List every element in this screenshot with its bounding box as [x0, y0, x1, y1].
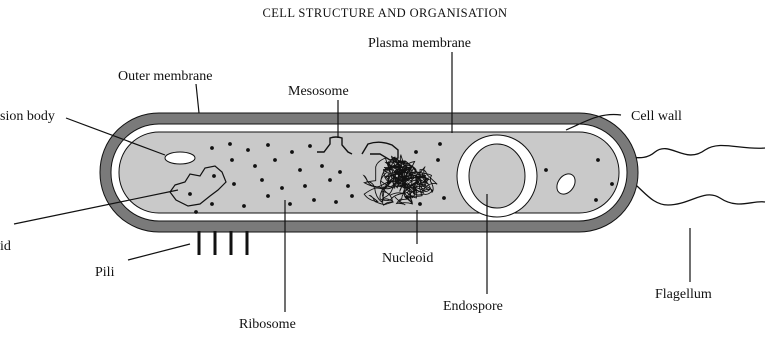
ribosome-dot — [260, 178, 264, 182]
ribosome-dot — [253, 164, 257, 168]
leader-outer-membrane — [196, 84, 199, 113]
ribosome-dot — [414, 150, 418, 154]
ribosome-dot — [188, 192, 192, 196]
label-ribosome: Ribosome — [239, 317, 296, 332]
leader-pili — [128, 244, 190, 260]
ribosome-dot — [210, 146, 214, 150]
ribosome-dot — [418, 202, 422, 206]
ribosome-dot — [596, 158, 600, 162]
ribosome-dot — [544, 168, 548, 172]
ribosome-dot — [266, 143, 270, 147]
inclusion-body — [165, 152, 195, 164]
ribosome-dot — [288, 202, 292, 206]
ribosome-dot — [346, 184, 350, 188]
label-flagellum: Flagellum — [655, 287, 712, 302]
label-inclusion-body: sion body — [0, 109, 55, 124]
ribosome-dot — [328, 178, 332, 182]
ribosome-dot — [308, 144, 312, 148]
ribosome-dot — [400, 170, 404, 174]
ribosome-dot — [266, 194, 270, 198]
label-outer-membrane: Outer membrane — [118, 69, 212, 84]
ribosome-dot — [594, 198, 598, 202]
ribosome-dot — [273, 158, 277, 162]
ribosome-dot — [334, 200, 338, 204]
ribosome-dot — [228, 142, 232, 146]
ribosome-dot — [320, 164, 324, 168]
ribosome-dot — [230, 158, 234, 162]
ribosome-dot — [290, 150, 294, 154]
diagram-title: CELL STRUCTURE AND ORGANISATION — [263, 6, 508, 20]
ribosome-dot — [442, 196, 446, 200]
ribosome-dot — [242, 204, 246, 208]
endospore — [457, 135, 537, 217]
label-nucleoid-partial: id — [0, 239, 11, 254]
ribosome-dot — [280, 186, 284, 190]
label-cell-wall: Cell wall — [631, 109, 682, 124]
pili — [199, 231, 247, 255]
ribosome-dot — [610, 182, 614, 186]
cell-envelope — [100, 113, 638, 232]
label-pili: Pili — [95, 265, 115, 280]
endospore-core — [469, 144, 525, 208]
label-plasma-membrane: Plasma membrane — [368, 36, 471, 51]
ribosome-dot — [246, 148, 250, 152]
ribosome-dot — [438, 142, 442, 146]
ribosome-dot — [303, 184, 307, 188]
ribosome-dot — [350, 194, 354, 198]
ribosome-dot — [232, 182, 236, 186]
flagellum-lower — [620, 175, 765, 205]
ribosome-dot — [212, 174, 216, 178]
ribosome-dot — [298, 168, 302, 172]
ribosome-dot — [210, 202, 214, 206]
label-nucleoid: Nucleoid — [382, 251, 433, 266]
ribosome-dot — [194, 210, 198, 214]
ribosome-dot — [312, 198, 316, 202]
label-mesosome: Mesosome — [288, 84, 349, 99]
label-endospore: Endospore — [443, 299, 503, 314]
ribosome-dot — [436, 158, 440, 162]
ribosome-dot — [338, 170, 342, 174]
